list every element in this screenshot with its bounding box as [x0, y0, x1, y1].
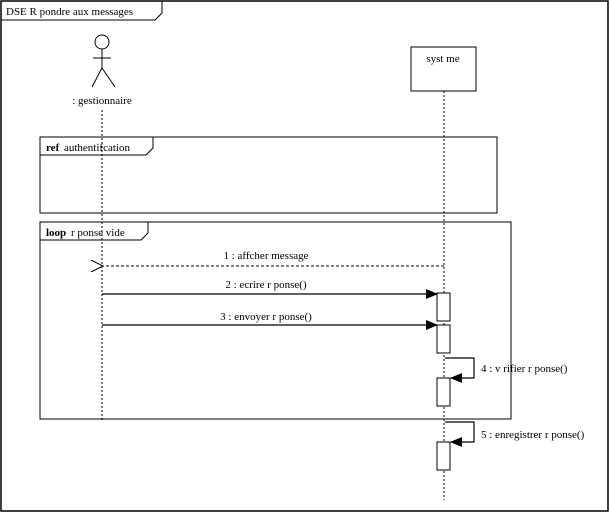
message-3-label: 3 : envoyer r ponse() — [220, 311, 312, 323]
actor-label: : gestionnaire — [72, 95, 132, 107]
object-systeme[interactable]: syst me — [410, 46, 477, 92]
actor-leg-left-icon — [91, 67, 103, 88]
activation-bar-5 — [436, 441, 451, 471]
diagram-title-tab — [1, 1, 163, 21]
fragment-loop-label: r ponse vide — [71, 227, 125, 239]
actor-gestionnaire[interactable]: : gestionnaire — [72, 34, 132, 107]
fragment-ref-operator: ref — [46, 142, 60, 154]
object-box — [410, 46, 477, 92]
message-4-arrow — [445, 357, 475, 383]
svg-text:loop r ponse vide: loop r ponse vide — [46, 227, 125, 239]
fragment-loop-tab — [40, 222, 149, 241]
message-4-label: 4 : v rifier r ponse() — [481, 363, 568, 375]
message-2-label: 2 : ecrire r ponse() — [225, 279, 307, 291]
svg-text:ref authentifcation: ref authentifcation — [46, 142, 130, 154]
message-5[interactable]: 5 : enregistrer r ponse() — [445, 421, 585, 447]
actor-head-icon — [94, 34, 110, 50]
object-label: syst me — [426, 53, 459, 65]
fragment-loop-operator: loop — [46, 227, 66, 239]
fragment-ref[interactable]: ref authentifcation — [39, 136, 498, 214]
fragment-ref-tab — [40, 137, 154, 156]
fragment-ref-frame — [39, 136, 498, 214]
activation-bar-4 — [436, 377, 451, 407]
message-5-arrow — [445, 421, 475, 447]
message-1[interactable]: 1 : affcher message — [103, 250, 444, 266]
message-3[interactable]: 3 : envoyer r ponse() — [102, 311, 438, 330]
message-2[interactable]: 2 : ecrire r ponse() — [102, 279, 438, 299]
message-5-label: 5 : enregistrer r ponse() — [481, 429, 585, 441]
diagram-title: DSE R pondre aux messages — [6, 6, 133, 18]
actor-leg-right-icon — [101, 67, 116, 88]
message-1-label: 1 : affcher message — [223, 250, 308, 262]
activation-bar-2 — [436, 292, 451, 322]
fragment-ref-label: authentifcation — [64, 142, 130, 154]
fragment-loop[interactable]: loop r ponse vide — [39, 221, 512, 420]
message-4[interactable]: 4 : v rifier r ponse() — [445, 357, 568, 383]
activation-bar-3 — [436, 324, 451, 354]
fragment-loop-frame — [39, 221, 512, 420]
